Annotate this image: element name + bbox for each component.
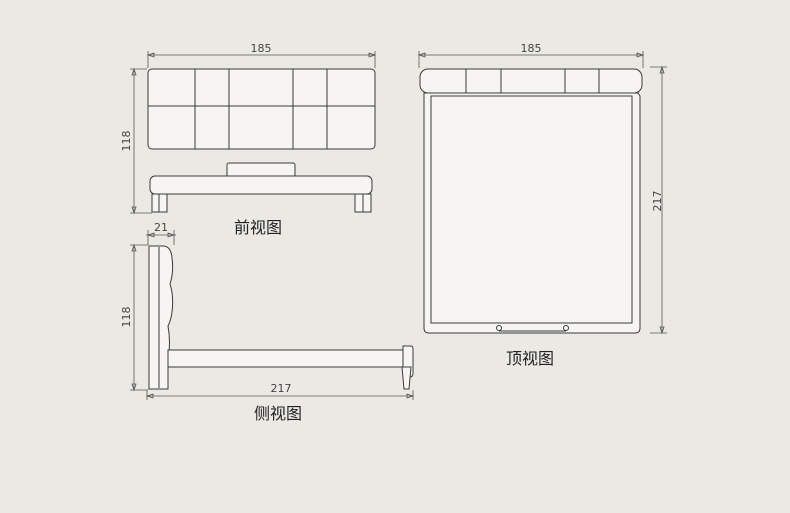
front-view: 185 118 前视图 [120,42,377,237]
top-view: 185 217 顶视图 [417,42,667,368]
front-bed-frame [149,175,373,195]
side-length-label: 217 [271,382,292,395]
front-cushion [226,162,296,178]
top-length-label: 217 [651,191,664,212]
side-length-dimension: 217 [145,382,415,400]
front-width-label: 185 [251,42,272,55]
front-leg-right-2 [362,193,372,213]
front-view-caption: 前视图 [234,218,282,237]
top-width-label: 185 [521,42,542,55]
side-leg [401,366,412,390]
side-thickness-label: 21 [154,221,168,234]
side-rail [167,349,406,368]
front-headboard [147,68,376,150]
top-width-dimension: 185 [417,42,645,68]
top-view-caption: 顶视图 [506,349,554,368]
front-width-dimension: 185 [146,42,377,68]
side-view: 21 118 217 侧视图 [120,221,415,423]
top-length-dimension: 217 [650,65,667,335]
side-headboard [148,245,174,390]
side-thickness-dimension: 21 [146,221,176,245]
top-foot-bolt-left [496,325,502,331]
front-height-label: 118 [120,131,133,152]
front-height-dimension: 118 [120,67,152,215]
side-view-caption: 侧视图 [254,404,302,423]
top-headboard [419,68,643,94]
top-foot-bolt-right [563,325,569,331]
side-height-dimension: 118 [120,243,148,392]
side-height-label: 118 [120,307,133,328]
front-leg-right [354,193,364,213]
front-leg-left-2 [158,193,168,213]
top-frame-outer [423,92,641,334]
